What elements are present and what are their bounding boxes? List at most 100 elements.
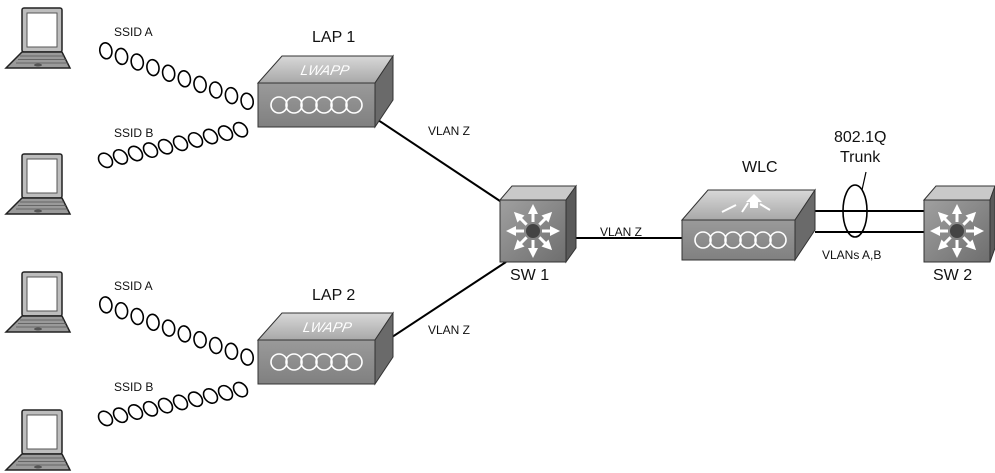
sw2-arrowhead-icon bbox=[965, 239, 977, 251]
wireless-wave-3-loop bbox=[114, 301, 129, 320]
sw1-switch bbox=[498, 184, 577, 264]
sw1-arrowhead-icon bbox=[528, 248, 538, 258]
sw1-arrowhead-icon bbox=[506, 226, 516, 236]
wireless-wave-3-loop bbox=[177, 325, 192, 343]
wireless-wave-1-loop bbox=[208, 81, 223, 99]
wlc-right-arrow-icon bbox=[759, 203, 771, 211]
client-1-ssid-label: SSID A bbox=[114, 25, 153, 39]
wireless-wave-1-loop bbox=[240, 92, 255, 110]
laptop-3-icon bbox=[4, 271, 72, 333]
wireless-wave-2-loop bbox=[217, 125, 234, 142]
sw1-label: SW 1 bbox=[510, 267, 550, 284]
lap1-ring-5 bbox=[330, 96, 348, 114]
sw1-arrowhead-icon bbox=[550, 226, 560, 236]
sw2-arrowhead-icon bbox=[952, 204, 962, 214]
wireless-wave-1-loop bbox=[146, 58, 160, 77]
wireless-wave-3-loop bbox=[161, 319, 176, 337]
lap1-ring-3 bbox=[300, 96, 318, 114]
lap2-ring-5 bbox=[330, 353, 348, 371]
lap1-ring-6 bbox=[345, 96, 363, 114]
sw1-arrowhead-icon bbox=[513, 211, 525, 223]
wireless-wave-4-loop bbox=[112, 407, 129, 424]
trunk-ellipse bbox=[842, 184, 868, 238]
sw1-arrowhead-icon bbox=[541, 239, 553, 251]
wireless-wave-4-loop bbox=[127, 404, 144, 420]
wireless-wave-2-loop bbox=[232, 121, 249, 138]
trunk-leader-line bbox=[861, 171, 867, 191]
lap1-ring-1 bbox=[270, 96, 288, 114]
wireless-wave-4-loop bbox=[157, 397, 174, 414]
wireless-wave-4-loop bbox=[202, 388, 219, 404]
wireless-wave-3-loop bbox=[146, 313, 160, 332]
wireless-wave-3-loop bbox=[240, 348, 255, 366]
wireless-wave-2-loop bbox=[202, 128, 219, 145]
lap1-access-point: LWAPP bbox=[256, 54, 394, 129]
sw2-arrowhead-icon bbox=[974, 226, 984, 236]
laptop-4-icon bbox=[4, 409, 72, 471]
wireless-wave-3-loop bbox=[193, 330, 207, 349]
wireless-wave-1-loop bbox=[98, 42, 113, 60]
lap2-ring-4 bbox=[315, 353, 333, 371]
lap1-label: LAP 1 bbox=[312, 29, 356, 46]
wlc-label: WLC bbox=[742, 159, 778, 176]
lap1-badge: LWAPP bbox=[299, 62, 351, 78]
lap2-ring-6 bbox=[345, 353, 363, 371]
wireless-wave-2-loop bbox=[172, 135, 189, 152]
client-4-ssid-label: SSID B bbox=[114, 380, 154, 394]
wireless-wave-2-loop bbox=[187, 131, 204, 148]
link-sw1-wlc-label: VLAN Z bbox=[600, 225, 643, 239]
sw2-arrowhead-icon bbox=[937, 239, 949, 251]
wlc-ring-1 bbox=[694, 231, 712, 249]
lap2-ring-3 bbox=[300, 353, 318, 371]
laptop-1-icon bbox=[4, 7, 72, 69]
wireless-wave-1-loop bbox=[193, 75, 207, 94]
wireless-wave-2-loop bbox=[97, 152, 114, 169]
wireless-wave-4-loop bbox=[232, 381, 249, 398]
trunk-vlans-label: VLANs A,B bbox=[822, 248, 882, 262]
sw1-arrowhead-icon bbox=[528, 204, 538, 214]
wlc-ring-3 bbox=[724, 231, 742, 249]
wireless-wave-2-loop bbox=[112, 148, 129, 165]
lap2-ring-1 bbox=[270, 353, 288, 371]
sw1-arrowhead-icon bbox=[513, 239, 525, 251]
wireless-wave-2-loop bbox=[157, 138, 174, 155]
lap2-label: LAP 2 bbox=[312, 287, 356, 304]
wireless-wave-1-loop bbox=[161, 64, 176, 82]
lap1-ring-2 bbox=[285, 96, 303, 114]
wlc-up-arrow-icon bbox=[746, 194, 762, 208]
wireless-wave-4-loop bbox=[97, 410, 114, 427]
link-lap1-sw1-label: VLAN Z bbox=[428, 124, 471, 138]
sw2-hub bbox=[950, 224, 964, 238]
wlc-left-arrow-icon bbox=[721, 204, 737, 213]
trunk-protocol-label: 802.1Q bbox=[834, 129, 887, 146]
lap2-access-point: LWAPP bbox=[256, 311, 394, 386]
wlc-ring-6 bbox=[769, 231, 787, 249]
sw2-switch bbox=[922, 185, 995, 263]
lap2-badge: LWAPP bbox=[302, 319, 354, 335]
wlc-mid-arrow-icon bbox=[741, 202, 749, 213]
wireless-wave-4-loop bbox=[187, 391, 204, 408]
sw2-arrowhead-icon bbox=[937, 211, 949, 223]
wlc-ring-4 bbox=[739, 231, 757, 249]
sw1-arrowhead-icon bbox=[541, 211, 553, 223]
wireless-wave-1-loop bbox=[114, 47, 129, 66]
sw1-hub bbox=[526, 224, 540, 238]
wlc-controller bbox=[680, 188, 816, 262]
lap2-ring-2 bbox=[285, 353, 303, 371]
sw2-arrowhead-icon bbox=[965, 211, 977, 223]
sw2-arrowhead-icon bbox=[930, 226, 940, 236]
wireless-wave-1-loop bbox=[224, 86, 239, 105]
link-lap2-sw1 bbox=[379, 261, 507, 346]
wireless-wave-4-loop bbox=[142, 400, 159, 417]
wireless-wave-3-loop bbox=[208, 336, 223, 355]
wlc-ring-2 bbox=[709, 231, 727, 249]
trunk-label: Trunk bbox=[840, 149, 881, 166]
wireless-wave-3-loop bbox=[98, 296, 113, 314]
wireless-wave-1-loop bbox=[130, 53, 145, 71]
sw2-arrowhead-icon bbox=[952, 248, 962, 258]
wireless-wave-4-loop bbox=[217, 384, 234, 401]
link-lap1-sw1 bbox=[374, 117, 507, 206]
link-lap2-sw1-label: VLAN Z bbox=[428, 323, 471, 337]
client-2-ssid-label: SSID B bbox=[114, 126, 154, 140]
wlc-ring-5 bbox=[754, 231, 772, 249]
